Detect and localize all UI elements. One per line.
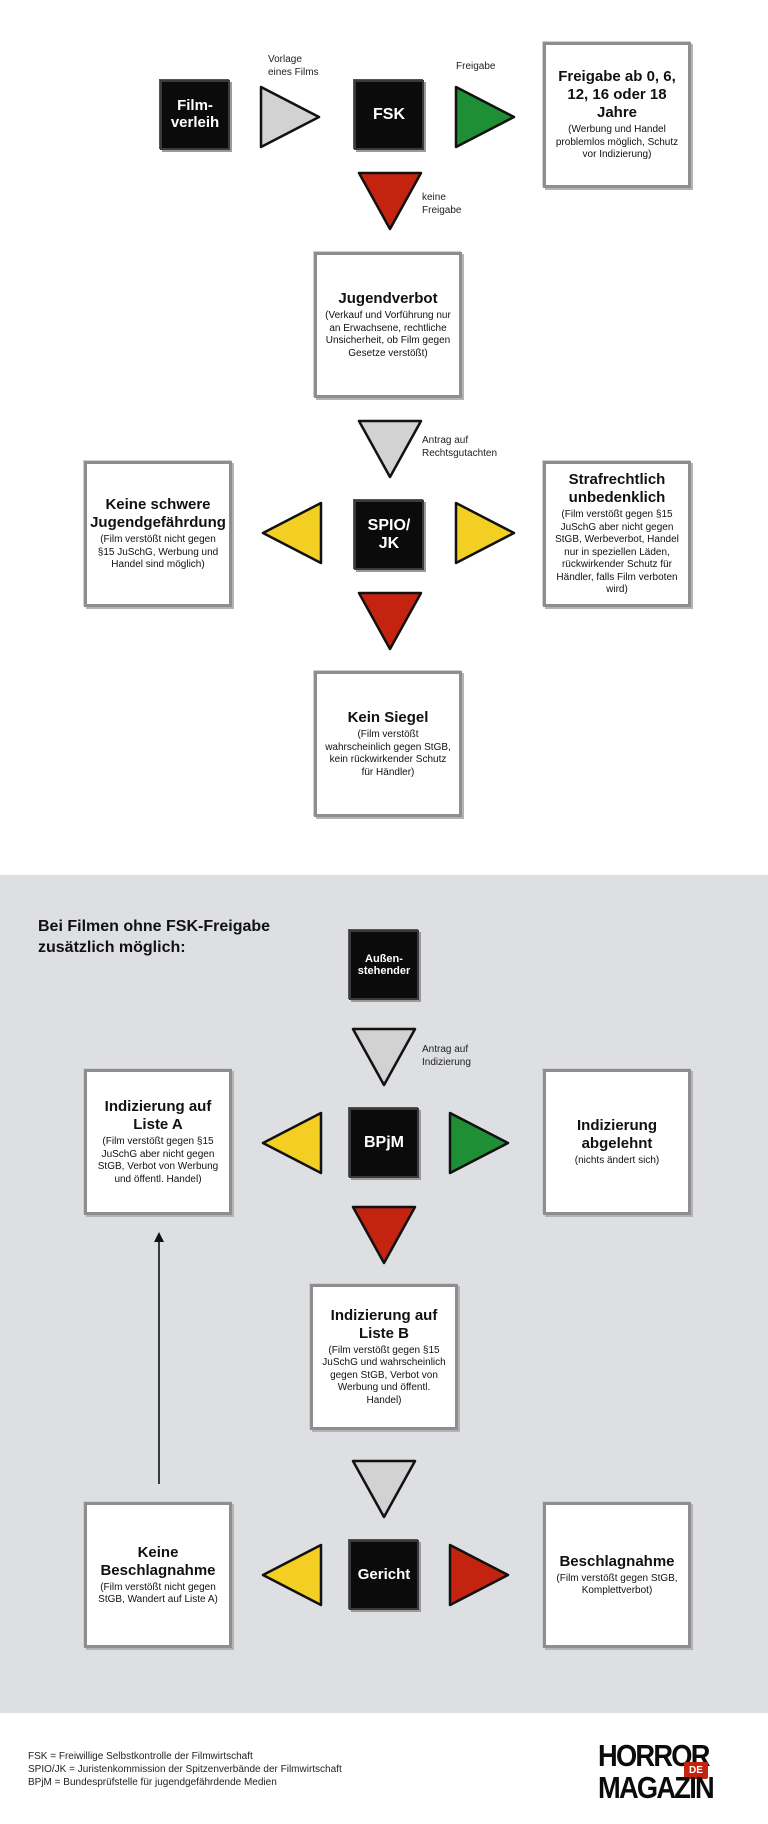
aussenstehender-node: Außen- stehender bbox=[349, 930, 419, 1000]
label-keine-freigabe: keine Freigabe bbox=[422, 192, 462, 216]
keine-beschlagnahme-desc: (Film verstößt nicht gegen StGB, Wandert… bbox=[98, 1581, 218, 1606]
strafrechtlich-title: Strafrechtlich unbedenklich bbox=[568, 471, 666, 507]
legend: FSK = Freiwillige Selbstkontrolle der Fi… bbox=[28, 1750, 342, 1789]
liste-b-box: Indizierung auf Liste B (Film verstößt g… bbox=[310, 1284, 458, 1430]
arrow-down-gray bbox=[351, 1027, 417, 1087]
arrow-up-line bbox=[154, 1232, 164, 1484]
keine-schwere-title: Keine schwere Jugendgefährdung bbox=[90, 496, 226, 532]
kein-siegel-title: Kein Siegel bbox=[347, 709, 429, 726]
section-heading: Bei Filmen ohne FSK-Freigabe zusätzlich … bbox=[38, 918, 271, 956]
bpjm-node: BPjM bbox=[349, 1108, 419, 1178]
horror-magazin-logo: HORROR DE MAGAZIN bbox=[598, 1740, 730, 1806]
arrow-down-red bbox=[351, 1205, 417, 1265]
freigabe-box: Freigabe ab 0, 6, 12, 16 oder 18 Jahre (… bbox=[543, 42, 691, 188]
filmverleih-node: Film- verleih bbox=[160, 80, 230, 150]
gericht-node: Gericht bbox=[349, 1540, 419, 1610]
fsk-node: FSK bbox=[354, 80, 424, 150]
arrow-right-green bbox=[448, 1111, 510, 1175]
arrow-down-gray bbox=[351, 1459, 417, 1519]
abgelehnt-desc: (nichts ändert sich) bbox=[574, 1154, 660, 1166]
keine-schwere-box: Keine schwere Jugendgefährdung (Film ver… bbox=[84, 461, 232, 607]
keine-beschlagnahme-title: Keine Beschlagnahme bbox=[100, 1543, 216, 1579]
footer bbox=[0, 1713, 768, 1824]
arrow-left-yellow bbox=[261, 1111, 323, 1175]
beschlagnahme-title: Beschlagnahme bbox=[559, 1552, 675, 1570]
label-vorlage: Vorlage eines Films bbox=[268, 54, 319, 78]
spio-jk-node: SPIO/ JK bbox=[354, 500, 424, 570]
freigabe-title: Freigabe ab 0, 6, 12, 16 oder 18 Jahre bbox=[558, 68, 676, 122]
liste-a-desc: (Film verstößt gegen §15 JuSchG aber nic… bbox=[97, 1136, 219, 1185]
jugendverbot-title: Jugendverbot bbox=[338, 290, 438, 307]
legend-bpjm: BPjM = Bundesprüfstelle für jugendgefähr… bbox=[28, 1777, 277, 1788]
strafrechtlich-desc: (Film verstößt gegen §15 JuSchG aber nic… bbox=[555, 509, 679, 596]
logo-line2: MAGAZIN bbox=[598, 1770, 715, 1805]
beschlagnahme-box: Beschlagnahme (Film verstößt gegen StGB,… bbox=[543, 1502, 691, 1648]
arrow-left-yellow bbox=[261, 501, 323, 565]
arrow-down-gray bbox=[357, 419, 423, 479]
strafrechtlich-box: Strafrechtlich unbedenklich (Film verstö… bbox=[543, 461, 691, 607]
kein-siegel-desc: (Film verstößt wahrscheinlich gegen StGB… bbox=[325, 729, 451, 778]
arrow-down-red bbox=[357, 171, 423, 231]
beschlagnahme-desc: (Film verstößt gegen StGB, Komplettverbo… bbox=[556, 1572, 678, 1597]
kein-siegel-box: Kein Siegel (Film verstößt wahrscheinlic… bbox=[314, 671, 462, 817]
arrow-right-green bbox=[454, 85, 516, 149]
legend-fsk: FSK = Freiwillige Selbstkontrolle der Fi… bbox=[28, 1751, 253, 1762]
arrow-left-yellow bbox=[261, 1543, 323, 1607]
freigabe-desc: (Werbung und Handel problemlos möglich, … bbox=[555, 124, 679, 161]
liste-b-desc: (Film verstößt gegen §15 JuSchG und wahr… bbox=[322, 1344, 446, 1406]
liste-a-box: Indizierung auf Liste A (Film verstößt g… bbox=[84, 1069, 232, 1215]
liste-a-title: Indizierung auf Liste A bbox=[104, 1098, 212, 1133]
arrow-right-red bbox=[448, 1543, 510, 1607]
jugendverbot-desc: (Verkauf und Vorführung nur an Erwachsen… bbox=[325, 310, 451, 359]
legend-spio: SPIO/JK = Juristenkommission der Spitzen… bbox=[28, 1764, 342, 1775]
abgelehnt-box: Indizierung abgelehnt (nichts ändert sic… bbox=[543, 1069, 691, 1215]
label-antrag-indizierung: Antrag auf Indizierung bbox=[422, 1044, 471, 1068]
keine-beschlagnahme-box: Keine Beschlagnahme (Film verstößt nicht… bbox=[84, 1502, 232, 1648]
label-antrag-gutachten: Antrag auf Rechtsgutachten bbox=[422, 435, 498, 459]
liste-b-title: Indizierung auf Liste B bbox=[330, 1306, 438, 1342]
arrow-right-gray bbox=[259, 85, 321, 149]
keine-schwere-desc: (Film verstößt nicht gegen §15 JuSchG, W… bbox=[97, 534, 219, 571]
jugendverbot-box: Jugendverbot (Verkauf und Vorführung nur… bbox=[314, 252, 462, 398]
arrow-down-red bbox=[357, 591, 423, 651]
arrow-right-yellow bbox=[454, 501, 516, 565]
label-freigabe: Freigabe bbox=[456, 61, 496, 72]
logo-badge: DE bbox=[684, 1762, 708, 1779]
abgelehnt-title: Indizierung abgelehnt bbox=[577, 1116, 657, 1152]
